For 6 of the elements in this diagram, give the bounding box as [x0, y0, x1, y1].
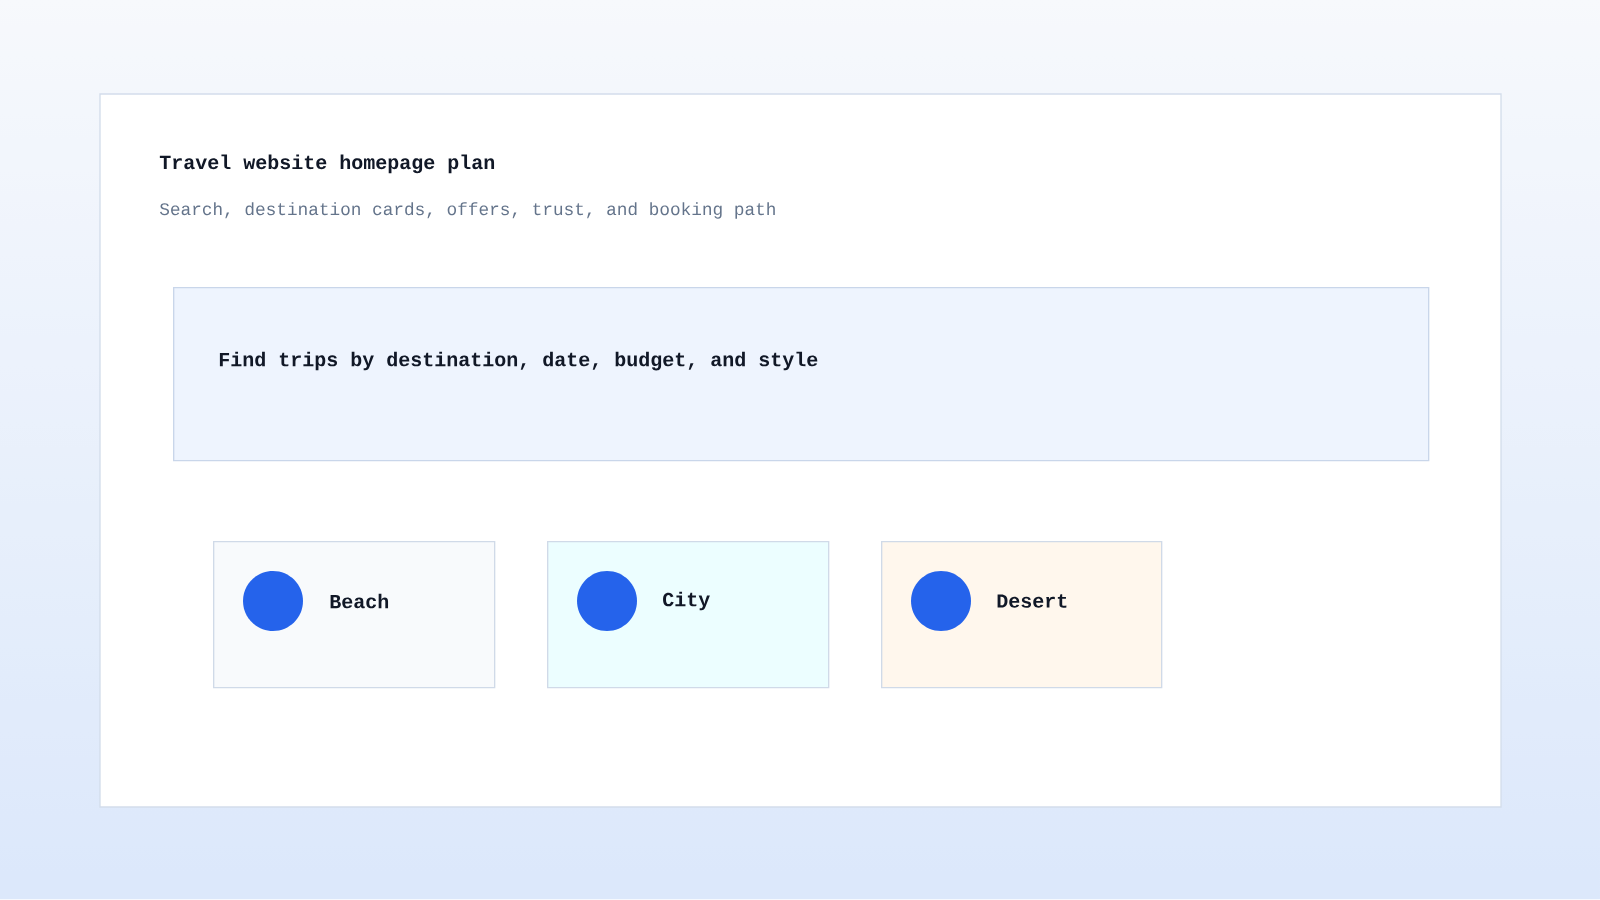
destination-card: Beach: [213, 541, 496, 689]
destination-card: Desert: [881, 541, 1163, 689]
page-title: Travel website homepage plan: [159, 154, 495, 174]
destination-card: City: [547, 541, 830, 689]
search-band: Find trips by destination, date, budget, and style: [173, 287, 1430, 462]
subtitle: Search, destination cards, offers, trust, and booking path: [159, 202, 775, 219]
